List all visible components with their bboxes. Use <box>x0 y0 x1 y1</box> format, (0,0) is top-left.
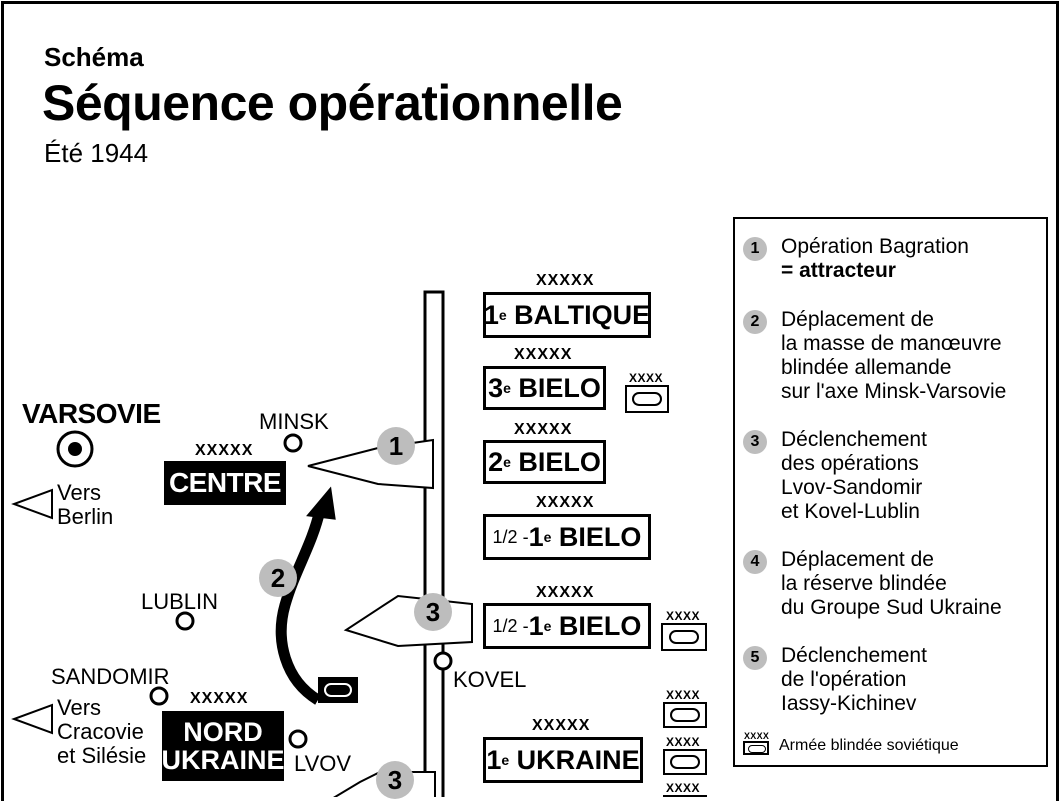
attack-arrow-3-north <box>343 594 473 648</box>
nord-ukraine-echelon: XXXXX <box>190 690 249 707</box>
armor-echelon-1: XXXX <box>629 371 664 385</box>
ukraine1-echelon: XXXXX <box>532 717 591 734</box>
legend-item-3-line-4: et Kovel-Lublin <box>781 500 920 523</box>
lvov-label: LVOV <box>294 751 352 776</box>
map-marker-2: 2 <box>259 559 297 597</box>
legend-item-5-line-2: de l'opération <box>781 668 907 691</box>
legend-number-1: 1 <box>743 237 767 261</box>
legend-item-2-line-4: sur l'axe Minsk-Varsovie <box>781 380 1007 403</box>
sandomir-label: SANDOMIR <box>51 664 170 689</box>
legend-key-echelon: XXXX <box>744 731 770 741</box>
panzer-shift-arrow <box>275 508 326 705</box>
minsk-label: MINSK <box>259 409 329 434</box>
bielo2-echelon: XXXXX <box>514 421 573 438</box>
legend-number-2: 2 <box>743 310 767 334</box>
legend-armor-icon <box>743 741 769 755</box>
bielo3-echelon: XXXXX <box>514 346 573 363</box>
lublin-marker <box>175 611 195 631</box>
armor-echelon-4: XXXX <box>666 735 701 749</box>
vers-cracovie-label-3: et Silésie <box>57 743 147 768</box>
soviet-armor-symbol-1 <box>625 385 669 413</box>
legend-item-4-line-3: du Groupe Sud Ukraine <box>781 596 1002 619</box>
map-marker-3-south: 3 <box>376 761 414 799</box>
vers-berlin-label-1: Vers <box>57 480 102 505</box>
vers-berlin-label-2: Berlin <box>57 504 114 529</box>
sandomir-marker <box>149 686 169 706</box>
vers-cracovie-label-2: Cracovie <box>57 719 144 744</box>
lvov-marker <box>288 729 308 749</box>
soviet-armor-symbol-3 <box>663 702 707 728</box>
legend-key-label: Armée blindée soviétique <box>779 737 959 754</box>
legend-number-4: 4 <box>743 550 767 574</box>
legend-item-3-line-2: des opérations <box>781 452 919 475</box>
panzer-shift-arrowhead <box>306 486 336 520</box>
legend-item-3-line-3: Lvov-Sandomir <box>781 476 923 499</box>
legend-item-2-line-2: la masse de manœuvre <box>781 332 1002 355</box>
kovel-marker <box>433 651 453 671</box>
bielo1b-echelon: XXXXX <box>536 584 595 601</box>
cracovie-arrow-icon <box>11 703 53 735</box>
legend-panel: 1 Opération Bagration = attracteur 2 Dép… <box>733 217 1048 767</box>
figure-kicker: Schéma <box>44 42 144 72</box>
legend-number-3: 3 <box>743 430 767 454</box>
legend-item-3-line-1: Déclenchement <box>781 428 927 451</box>
soviet-armor-symbol-2 <box>661 623 707 651</box>
vers-cracovie-label-1: Vers <box>57 695 102 720</box>
lublin-label: LUBLIN <box>141 589 219 614</box>
bielo1a-echelon: XXXXX <box>536 494 595 511</box>
armor-echelon-2: XXXX <box>666 609 701 623</box>
figure-title: Séquence opérationnelle <box>42 75 623 131</box>
map-marker-1: 1 <box>377 427 415 465</box>
legend-item-1-bold: = attracteur <box>781 259 896 282</box>
kovel-label: KOVEL <box>453 667 527 692</box>
armor-echelon-3: XXXX <box>666 688 701 702</box>
legend-item-5-line-3: Iassy-Kichinev <box>781 692 917 715</box>
figure-subtitle: Été 1944 <box>44 138 149 168</box>
legend-item-5-line-1: Déclenchement <box>781 644 927 667</box>
baltique-echelon: XXXXX <box>536 272 595 289</box>
minsk-marker <box>283 433 303 453</box>
legend-number-5: 5 <box>743 646 767 670</box>
legend-item-4-line-1: Déplacement de <box>781 548 934 571</box>
legend-item-2-line-3: blindée allemande <box>781 356 952 379</box>
centre-army-group: CENTRE <box>164 461 286 505</box>
map-marker-3-north: 3 <box>414 593 452 631</box>
front-line <box>423 290 445 797</box>
berlin-arrow-icon <box>11 488 53 520</box>
armor-echelon-5: XXXX <box>666 781 701 795</box>
legend-item-1-line-1: Opération Bagration <box>781 235 969 258</box>
legend-item-4-line-2: la réserve blindée <box>781 572 947 595</box>
legend-item-2-line-1: Déplacement de <box>781 308 934 331</box>
varsovie-label: VARSOVIE <box>22 398 161 429</box>
centre-echelon: XXXXX <box>195 442 254 459</box>
soviet-armor-symbol-4 <box>663 749 707 775</box>
